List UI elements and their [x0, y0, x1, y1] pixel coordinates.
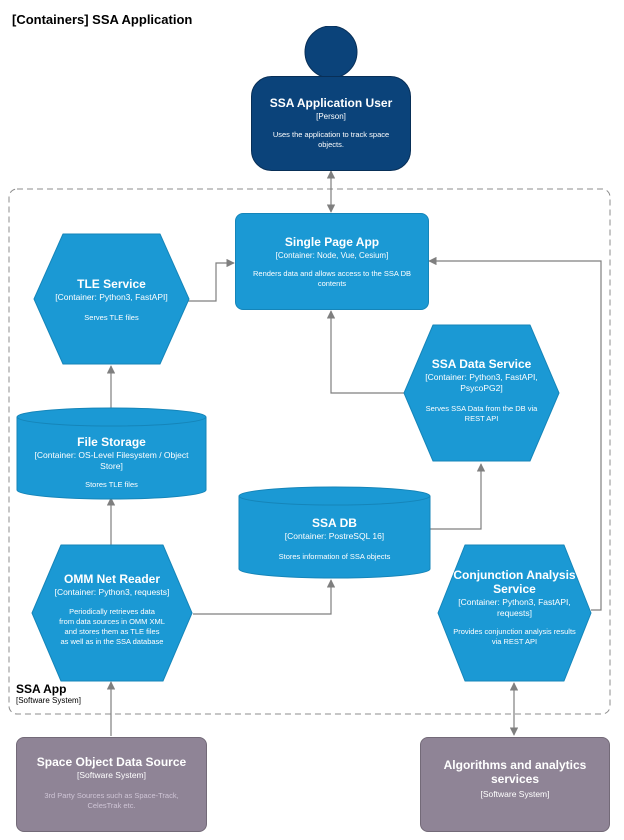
- node-name: Algorithms and analytics services: [443, 758, 587, 786]
- edge-omm-db: [193, 579, 336, 615]
- node-technology: [Container: Python3, FastAPI, PsycoPG2]: [425, 372, 538, 393]
- node-technology: [Container: Node, Vue, Cesium]: [275, 251, 389, 260]
- edge-conjunction-spa: [428, 256, 602, 611]
- hexagon-shape: [403, 324, 560, 462]
- diagram-title: [Containers] SSA Application: [12, 12, 193, 27]
- node-technology: [Container: Python3, FastAPI]: [55, 292, 168, 302]
- node-name: Space Object Data Source: [36, 755, 187, 769]
- node-name: File Storage: [77, 435, 146, 449]
- node-description: Serves SSA Data from the DB via REST API: [425, 404, 538, 423]
- node-ssa-data-service[interactable]: SSA Data Service [Container: Python3, Fa…: [403, 324, 560, 462]
- node-name: SSA Data Service: [431, 357, 532, 371]
- boundary-type: [Software System]: [16, 696, 81, 705]
- node-description: Uses the application to track space obje…: [272, 130, 390, 149]
- node-description: Periodically retrieves data from data so…: [59, 607, 165, 646]
- edge-tle-spa: [187, 258, 235, 302]
- edge-db-dataservice: [430, 463, 486, 530]
- node-description: 3rd Party Sources such as Space-Track, C…: [44, 791, 179, 810]
- edge-dataservice-spa: [326, 310, 408, 394]
- node-omm-net-reader[interactable]: OMM Net Reader [Container: Python3, requ…: [31, 544, 193, 682]
- node-description: Serves TLE files: [84, 313, 139, 322]
- node-file-storage[interactable]: File Storage [Container: OS-Level Filesy…: [16, 407, 207, 500]
- node-technology: [Container: Python3, FastAPI, requests]: [458, 597, 571, 618]
- node-description: Stores information of SSA objects: [278, 552, 391, 561]
- boundary-label: SSA App [Software System]: [16, 682, 81, 706]
- node-type: [Software System]: [77, 770, 146, 780]
- cylinder-shape: [238, 486, 431, 579]
- node-name: SSA Application User: [269, 96, 393, 110]
- node-type: [Software System]: [480, 789, 550, 799]
- node-conjunction-analysis-service[interactable]: Conjunction Analysis Service [Container:…: [437, 544, 592, 682]
- cylinder-shape: [16, 407, 207, 500]
- node-space-object-data-source[interactable]: Space Object Data Source [Software Syste…: [16, 737, 207, 832]
- node-name: TLE Service: [77, 277, 146, 291]
- node-ssa-application-user[interactable]: SSA Application User [Person] Uses the a…: [251, 26, 411, 171]
- node-name: Conjunction Analysis Service: [453, 568, 576, 596]
- node-single-page-app[interactable]: Single Page App [Container: Node, Vue, C…: [235, 213, 429, 310]
- node-name: Single Page App: [284, 235, 380, 249]
- hexagon-shape: [31, 544, 193, 682]
- node-description: Stores TLE files: [85, 480, 138, 489]
- system-boundary: [8, 188, 611, 715]
- boundary-name: SSA App: [16, 682, 67, 696]
- node-description: Renders data and allows access to the SS…: [252, 269, 411, 288]
- node-technology: [Container: OS-Level Filesystem / Object…: [34, 450, 189, 471]
- node-tle-service[interactable]: TLE Service [Container: Python3, FastAPI…: [33, 233, 190, 365]
- node-type: [Person]: [316, 112, 346, 121]
- node-description: Provides conjunction analysis results vi…: [453, 627, 576, 646]
- hexagon-shape: [437, 544, 592, 682]
- hexagon-shape: [33, 233, 190, 365]
- node-technology: [Container: Python3, requests]: [54, 587, 170, 597]
- node-algorithms-and-analytics-services[interactable]: Algorithms and analytics services [Softw…: [420, 737, 610, 832]
- person-icon: [251, 26, 411, 171]
- node-ssa-db[interactable]: SSA DB [Container: PostreSQL 16] Stores …: [238, 486, 431, 579]
- node-name: SSA DB: [312, 516, 357, 530]
- node-technology: [Container: PostreSQL 16]: [284, 531, 385, 541]
- node-name: OMM Net Reader: [63, 572, 161, 586]
